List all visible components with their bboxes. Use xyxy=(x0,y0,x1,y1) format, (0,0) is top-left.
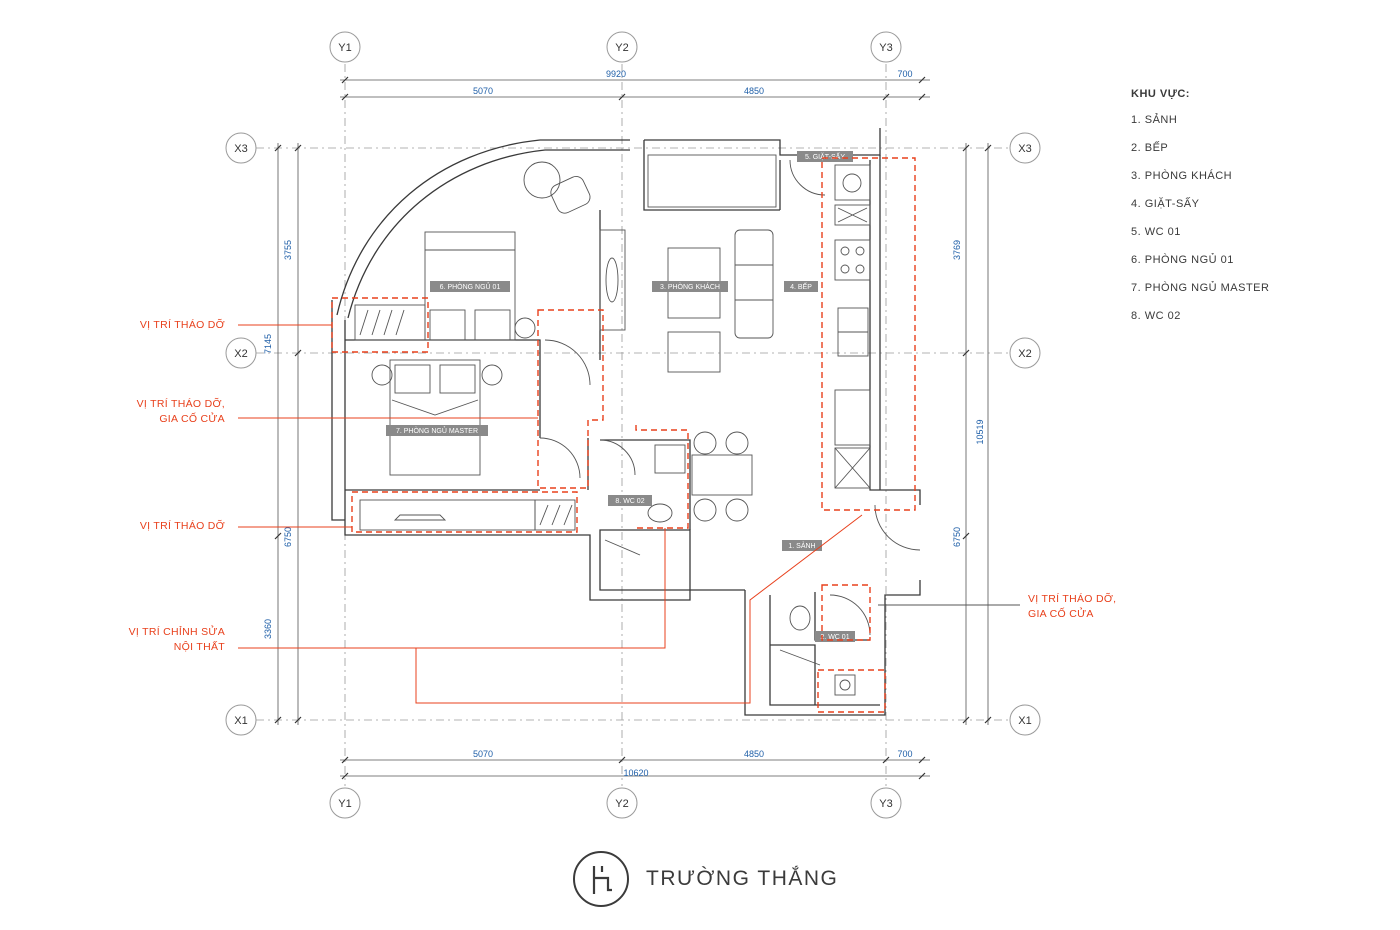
room-tag-master-bedroom: 7. PHÒNG NGỦ MASTER xyxy=(396,426,478,435)
axis-label-y2-bottom: Y2 xyxy=(615,798,628,810)
annotation-line-2: GIA CỐ CỬA xyxy=(1028,608,1094,620)
annotation-interior-edit: VỊ TRÍ CHỈNH SỬA NỘI THẤT xyxy=(129,625,225,655)
room-tag-kitchen: 4. BẾP xyxy=(790,281,812,291)
grid-lines xyxy=(256,64,1010,786)
legend-item: 5. WC 01 xyxy=(1131,226,1181,238)
dim-bottom-seg-3: 700 xyxy=(897,749,912,759)
dim-left-outer: 7145 xyxy=(263,334,273,354)
dim-bottom-seg-2: 4850 xyxy=(744,749,764,759)
walls xyxy=(331,128,921,716)
axis-label-x1-left: X1 xyxy=(234,715,247,727)
axis-label-x3-right: X3 xyxy=(1018,143,1031,155)
brand-name: TRƯỜNG THẮNG xyxy=(646,867,839,890)
axis-label-y1-top: Y1 xyxy=(338,42,351,54)
axis-label-y3-bottom: Y3 xyxy=(879,798,892,810)
dimension-lines xyxy=(274,76,992,780)
doors xyxy=(539,159,921,666)
dim-top-seg-2: 4850 xyxy=(744,86,764,96)
demolition-zones xyxy=(331,157,916,713)
annotation-text: VỊ TRÍ THÁO DỠ xyxy=(139,319,225,331)
room-tag-bedroom-01: 6. PHÒNG NGỦ 01 xyxy=(440,282,501,291)
dim-top-total: 9920 xyxy=(606,69,626,79)
axis-label-x2-left: X2 xyxy=(234,348,247,360)
dim-left-seg-3: 3360 xyxy=(263,619,273,639)
legend-item: 3. PHÒNG KHÁCH xyxy=(1131,170,1233,182)
legend-item: 8. WC 02 xyxy=(1131,310,1181,322)
room-tag-living: 3. PHÒNG KHÁCH xyxy=(660,282,720,291)
annotation-line-2: GIA CỐ CỬA xyxy=(159,413,225,425)
axis-label-y2-top: Y2 xyxy=(615,42,628,54)
brand: TRƯỜNG THẮNG xyxy=(572,848,838,910)
legend-item: 4. GIẶT-SẤY xyxy=(1131,198,1200,210)
dim-top-seg-1: 5070 xyxy=(473,86,493,96)
annotation-line-2: NỘI THẤT xyxy=(173,641,225,653)
axis-label-x1-right: X1 xyxy=(1018,715,1031,727)
axis-label-x3-left: X3 xyxy=(234,143,247,155)
dim-right-outer: 10519 xyxy=(975,419,985,444)
room-tag-wc-02: 8. WC 02 xyxy=(615,498,644,505)
legend-item: 7. PHÒNG NGỦ MASTER xyxy=(1131,282,1270,294)
axis-label-x2-right: X2 xyxy=(1018,348,1031,360)
annotation-demolish-reinforce-wc01: VỊ TRÍ THÁO DỠ, GIA CỐ CỬA xyxy=(1028,592,1116,622)
leader-lines xyxy=(238,324,1020,704)
legend-item: 6. PHÒNG NGỦ 01 xyxy=(1131,254,1234,266)
legend-item: 2. BẾP xyxy=(1131,142,1169,154)
dim-right-seg-2: 6750 xyxy=(952,527,962,547)
axis-label-y1-bottom: Y1 xyxy=(338,798,351,810)
annotation-demolish-bedroom-01: VỊ TRÍ THÁO DỠ xyxy=(140,318,225,333)
annotation-line-1: VỊ TRÍ CHỈNH SỬA xyxy=(128,626,225,638)
furniture xyxy=(354,154,871,696)
annotation-demolish-reinforce-master: VỊ TRÍ THÁO DỠ, GIA CỐ CỬA xyxy=(137,397,225,427)
annotation-demolish-wardrobe: VỊ TRÍ THÁO DỠ xyxy=(140,519,225,534)
dim-top-seg-3: 700 xyxy=(897,69,912,79)
annotation-line-1: VỊ TRÍ THÁO DỠ, xyxy=(136,398,225,410)
legend-title: KHU VỰC: xyxy=(1131,88,1190,100)
axis-label-y3-top: Y3 xyxy=(879,42,892,54)
room-tag-wc-01: 2. WC 01 xyxy=(820,634,849,641)
axis-bubbles xyxy=(225,31,1041,819)
room-tag-laundry: 5. GIẶT-SẤY xyxy=(805,151,845,161)
dim-bottom-seg-1: 5070 xyxy=(473,749,493,759)
dim-right-seg-1: 3769 xyxy=(952,240,962,260)
area-legend: KHU VỰC: 1. SẢNH 2. BẾP 3. PHÒNG KHÁCH 4… xyxy=(1131,88,1269,337)
annotation-line-1: VỊ TRÍ THÁO DỠ, xyxy=(1028,593,1117,605)
annotation-text: VỊ TRÍ THÁO DỠ xyxy=(139,520,225,532)
legend-item: 1. SẢNH xyxy=(1131,114,1178,126)
room-tag-lobby: 1. SẢNH xyxy=(788,541,815,550)
dim-left-seg-1: 3755 xyxy=(283,240,293,260)
dim-bottom-total: 10620 xyxy=(623,768,648,778)
dim-left-seg-2: 6750 xyxy=(283,527,293,547)
brand-logo-icon xyxy=(573,851,629,907)
